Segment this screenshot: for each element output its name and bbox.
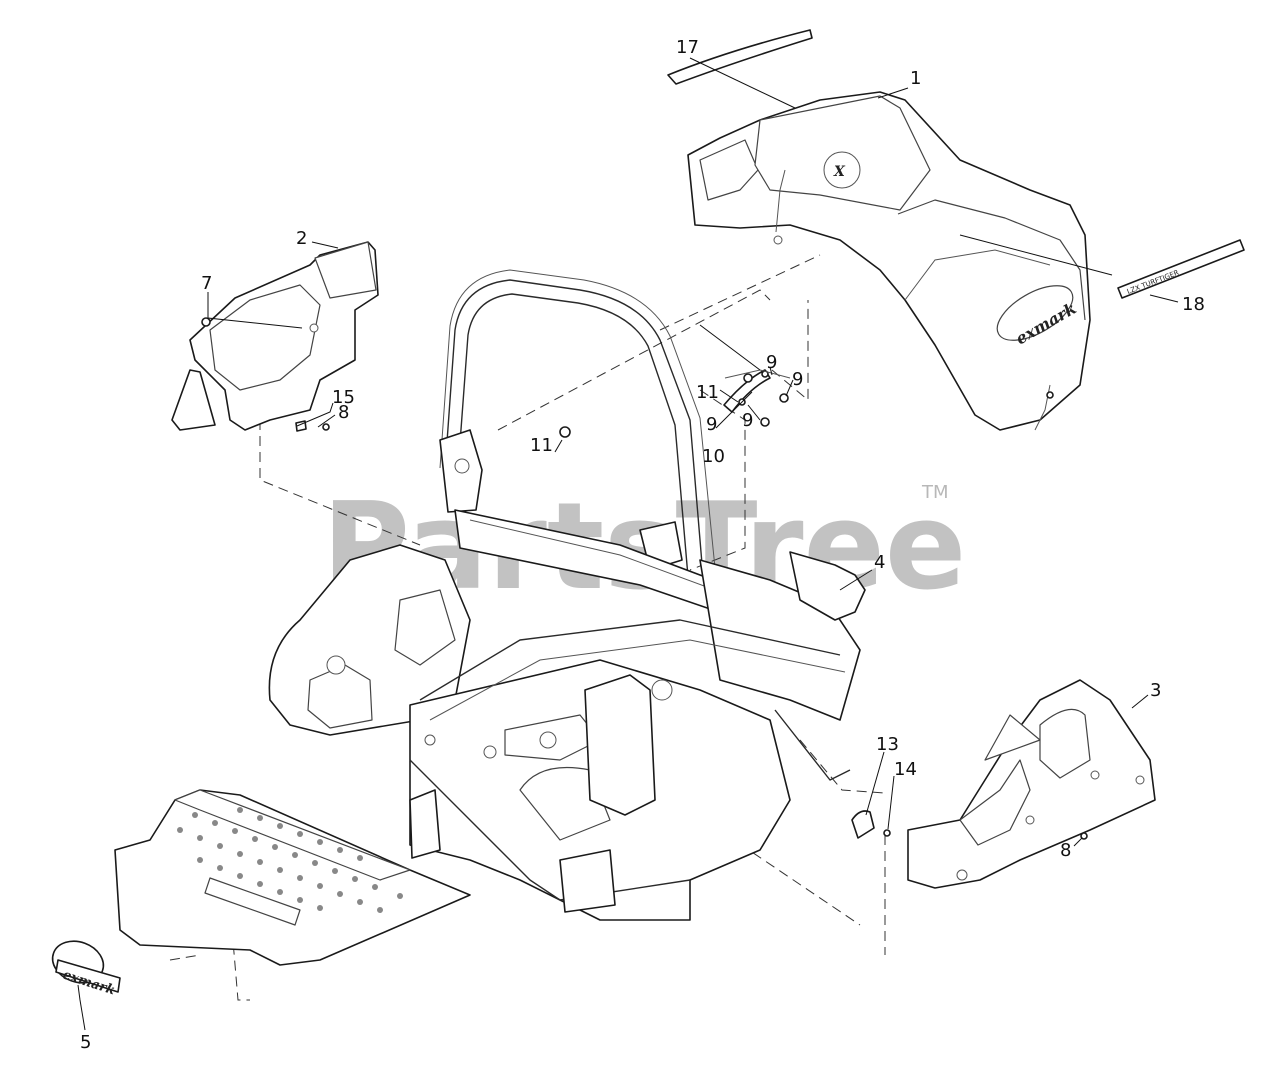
callout-11-right: 11 (696, 382, 719, 403)
part-17-decal-strip (667, 29, 813, 85)
leader-lines (77, 57, 1179, 1031)
callout-3: 3 (1150, 680, 1161, 701)
callout-2: 2 (296, 228, 307, 249)
callout-15: 15 (332, 387, 355, 408)
watermark-trademark: TM (921, 482, 949, 503)
part-4-seat-plate (789, 551, 866, 621)
callout-4: 4 (874, 552, 885, 573)
callout-1: 1 (910, 68, 921, 89)
callouts: 17 1 2 7 15 8 18 9 11 9 9 10 9 11 4 3 13… (80, 37, 1205, 1053)
part-1-rear-hood: X exmark (687, 91, 1091, 431)
foot-plate (114, 789, 471, 966)
callout-17: 17 (676, 37, 699, 58)
callout-8-right: 8 (1060, 840, 1071, 861)
part-2-left-console-cover (171, 241, 379, 431)
callout-10: 10 (702, 446, 725, 467)
part-18-decal: LZX TURFTIGER (1117, 239, 1245, 299)
callout-18: 18 (1182, 294, 1205, 315)
callout-9-mid: 9 (706, 414, 717, 435)
part-3-right-console-cover (907, 679, 1156, 889)
foot-plate-holes (177, 807, 403, 913)
callout-5: 5 (80, 1032, 91, 1053)
hood-x-emblem: X (833, 164, 846, 180)
callout-13: 13 (876, 734, 899, 755)
callout-14: 14 (894, 759, 917, 780)
mower-chassis (268, 269, 861, 921)
callout-9-right: 9 (792, 369, 803, 390)
hardware (201, 317, 1088, 840)
part-5-emblem: exmark (51, 940, 121, 999)
callout-11-left: 11 (530, 435, 553, 456)
callout-9-bottom: 9 (742, 410, 753, 431)
callout-9-top: 9 (766, 352, 777, 373)
callout-8-left: 8 (338, 402, 349, 423)
callout-7: 7 (201, 273, 212, 294)
